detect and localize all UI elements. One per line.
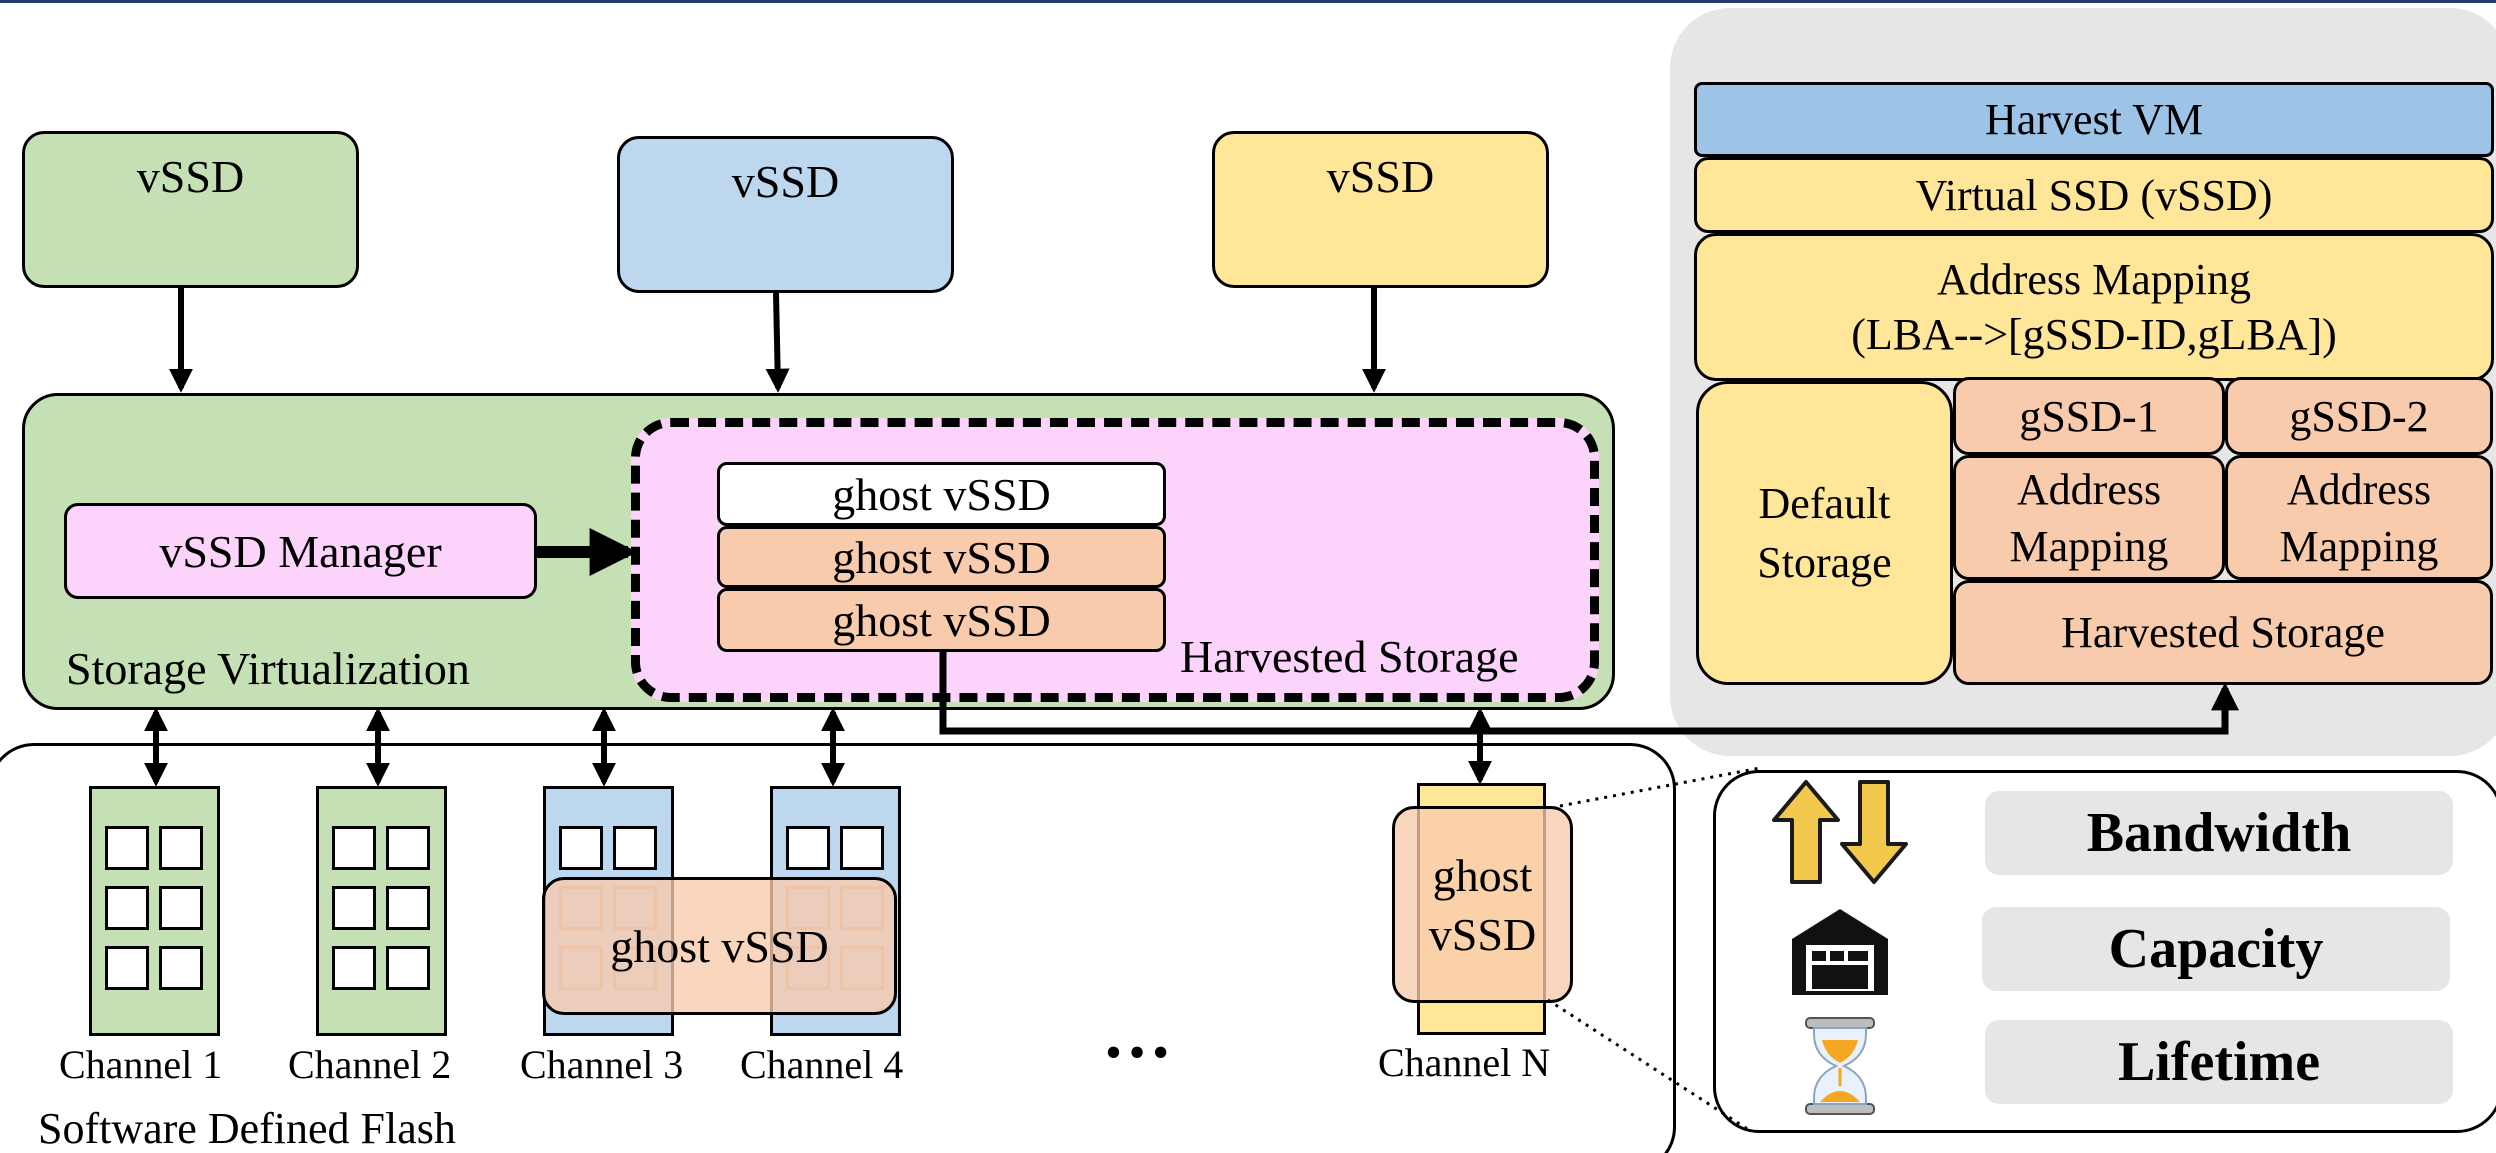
default-storage-line2: Storage — [1757, 538, 1892, 587]
ghost-vssd-n-line2: vSSD — [1428, 908, 1537, 960]
virtual-ssd-label: Virtual SSD (vSSD) — [1915, 170, 2273, 220]
virtual-ssd-layer: Virtual SSD (vSSD) — [1694, 157, 2494, 233]
flash-block — [613, 826, 657, 870]
gssd-2-label: gSSD-2 — [2289, 391, 2429, 441]
flash-block — [386, 886, 430, 930]
vssd-label: vSSD — [1326, 151, 1435, 202]
flash-block — [105, 886, 149, 930]
channel-3-label: Channel 3 — [520, 1042, 684, 1087]
capacity-label: Capacity — [2108, 918, 2324, 980]
harvest-vm-header: Harvest VM — [1694, 82, 2494, 157]
flash-block — [559, 826, 603, 870]
harvested-storage-box: Harvested Storage — [1953, 580, 2493, 685]
flash-block — [386, 826, 430, 870]
channel-2-column — [316, 786, 447, 1036]
harvest-vm-title: Harvest VM — [1985, 95, 2203, 144]
bandwidth-label: Bandwidth — [2086, 802, 2352, 864]
harvested-storage-box-label: Harvested Storage — [2061, 608, 2385, 657]
top-border — [0, 0, 2496, 3]
address-mapping-formula: (LBA-->[gSSD-ID,gLBA]) — [1851, 310, 2337, 359]
ghost-vssd-overlay: ghost vSSD — [542, 877, 897, 1015]
address-mapping-line1: Address — [2016, 464, 2162, 514]
flash-block — [786, 826, 830, 870]
address-mapping-label: Address Mapping — [1936, 255, 2252, 304]
channel-1-column — [89, 786, 220, 1036]
vssd-label: vSSD — [136, 151, 245, 202]
address-mapping-line1: Address — [2286, 464, 2432, 514]
ghost-vssd-overlay-label: ghost vSSD — [610, 920, 829, 972]
default-storage-line1: Default — [1758, 479, 1891, 528]
channel-2-label: Channel 2 — [288, 1042, 452, 1087]
lifetime-box: Lifetime — [1985, 1020, 2453, 1104]
capacity-box: Capacity — [1982, 907, 2450, 991]
storage-virtualization-label: Storage Virtualization — [66, 643, 470, 694]
channel-n-label: Channel N — [1378, 1040, 1551, 1085]
vssd-box-green: vSSD — [22, 131, 359, 288]
flash-block — [159, 886, 203, 930]
channel-4-label: Channel 4 — [740, 1042, 904, 1087]
flash-block — [386, 946, 430, 990]
bandwidth-box: Bandwidth — [1985, 791, 2453, 875]
gssd-2-box: gSSD-2 — [2225, 377, 2493, 455]
gssd-2-address-mapping: Address Mapping — [2225, 455, 2493, 580]
flash-block — [105, 946, 149, 990]
address-mapping-layer: Address Mapping (LBA-->[gSSD-ID,gLBA]) — [1694, 233, 2494, 381]
flash-block — [159, 946, 203, 990]
flash-block — [105, 826, 149, 870]
flash-block — [332, 886, 376, 930]
address-mapping-line2: Mapping — [2009, 521, 2169, 571]
ghost-vssd-row: ghost vSSD — [717, 462, 1166, 526]
gssd-1-label: gSSD-1 — [2019, 391, 2159, 441]
harvested-storage-label: Harvested Storage — [1180, 631, 1519, 682]
lifetime-label: Lifetime — [2117, 1031, 2321, 1093]
vssd-label: vSSD — [731, 156, 840, 207]
ghost-vssd-row: ghost vSSD — [717, 526, 1166, 588]
vssd-manager-label: vSSD Manager — [159, 525, 442, 577]
flash-block — [332, 826, 376, 870]
ghost-vssd-n-line1: ghost — [1432, 849, 1533, 901]
ghost-vssd-n-overlay: ghost vSSD — [1392, 806, 1573, 1003]
ghost-vssd-label: ghost vSSD — [832, 468, 1051, 520]
address-mapping-line2: Mapping — [2279, 521, 2439, 571]
ghost-vssd-label: ghost vSSD — [832, 594, 1051, 646]
vssd-box-blue: vSSD — [617, 136, 954, 293]
flash-block — [159, 826, 203, 870]
ghost-vssd-row: ghost vSSD — [717, 588, 1166, 652]
ghost-vssd-label: ghost vSSD — [832, 531, 1051, 583]
arrow-vssd2-down — [765, 292, 790, 393]
flash-block — [332, 946, 376, 990]
vssd-box-yellow: vSSD — [1212, 131, 1549, 288]
ellipsis: … — [1102, 996, 1172, 1073]
flash-block — [840, 826, 884, 870]
software-defined-flash-label: Software Defined Flash — [38, 1104, 456, 1153]
gssd-1-address-mapping: Address Mapping — [1953, 455, 2225, 580]
vssd-manager-box: vSSD Manager — [64, 503, 537, 599]
gssd-1-box: gSSD-1 — [1953, 377, 2225, 455]
default-storage-box: Default Storage — [1696, 381, 1953, 685]
channel-1-label: Channel 1 — [59, 1042, 223, 1087]
